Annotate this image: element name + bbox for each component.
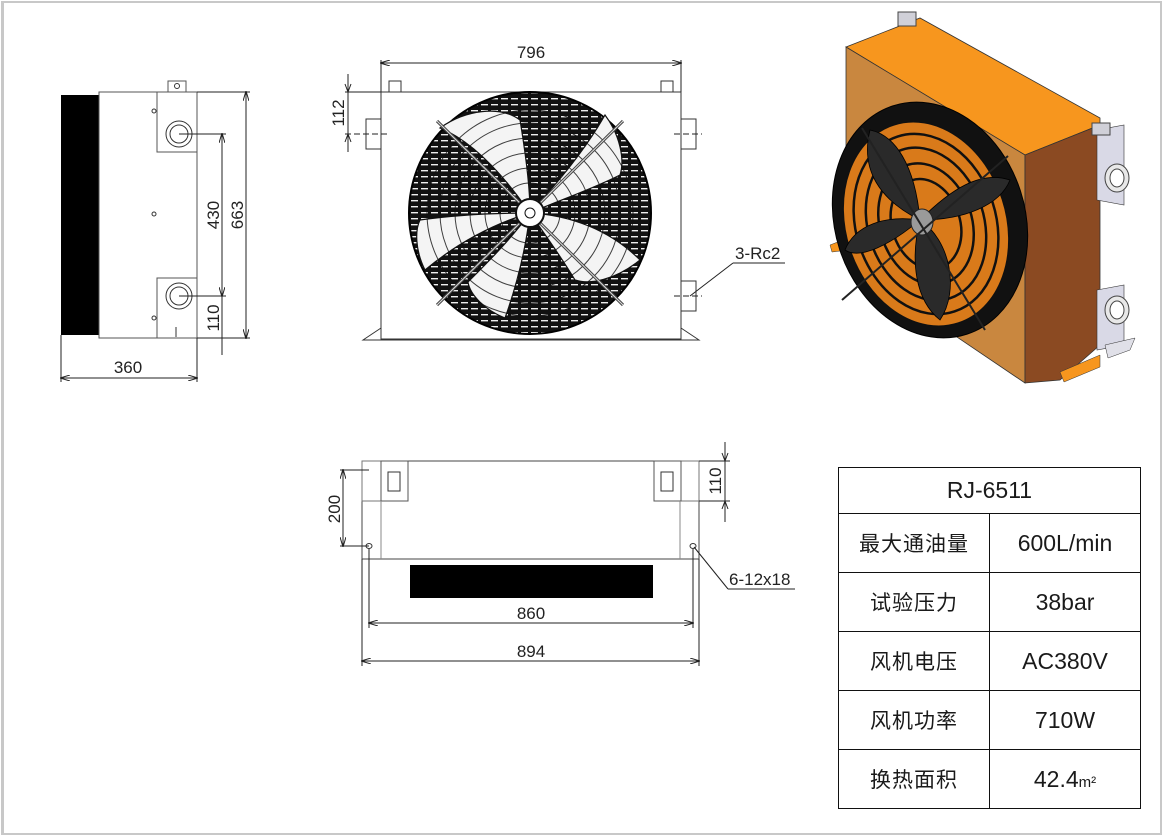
callout-mount-holes: 6-12x18 [729,570,790,589]
dim-width: 796 [517,43,545,62]
spec-value: AC380V [989,631,1141,691]
spec-value-unit: m² [1078,773,1097,791]
dim-top-port-offset: 112 [329,99,348,126]
spec-value: 42.4m² [989,749,1141,809]
spec-label: 试验压力 [838,572,990,632]
spec-row: 风机功率 710W [838,690,1141,750]
dim-overall-width: 894 [517,642,545,661]
side-view: 360 430 663 110 [61,80,250,382]
dim-port-spacing: 430 [204,201,223,229]
dim-depth: 360 [114,358,142,377]
fan-shroud-side [61,95,99,335]
spec-label: 最大通油量 [838,513,990,573]
spec-row: 最大通油量 600L/min [838,513,1141,573]
fan-shroud-bottom [410,565,653,598]
dim-overall-height: 663 [228,201,247,229]
spec-row: 风机电压 AC380V [838,631,1141,691]
dim-mount-depth: 200 [325,495,344,523]
spec-label: 风机电压 [838,631,990,691]
body-side [1024,124,1101,384]
isometric-view [829,11,1136,384]
bottom-view: 200 110 860 894 6-12x18 [325,442,795,666]
spec-label: 风机功率 [838,690,990,750]
dim-bracket-depth: 110 [706,467,725,494]
spec-value: 600L/min [989,513,1141,573]
spec-row: 换热面积 42.4m² [838,749,1141,809]
spec-label: 换热面积 [838,749,990,809]
dim-bottom-port-offset: 110 [204,304,223,331]
model-name: RJ-6511 [838,467,1141,514]
spec-table: RJ-6511 最大通油量 600L/min 试验压力 38bar 风机电压 A… [838,467,1141,809]
spec-value: 710W [989,690,1141,750]
spec-value: 38bar [989,572,1141,632]
front-view: 796 112 3-Rc2 [329,43,785,341]
spec-row: 试验压力 38bar [838,572,1141,632]
callout-ports: 3-Rc2 [735,244,780,263]
spec-value-number: 42.4 [1033,765,1079,792]
dim-hole-spacing: 860 [517,604,545,623]
